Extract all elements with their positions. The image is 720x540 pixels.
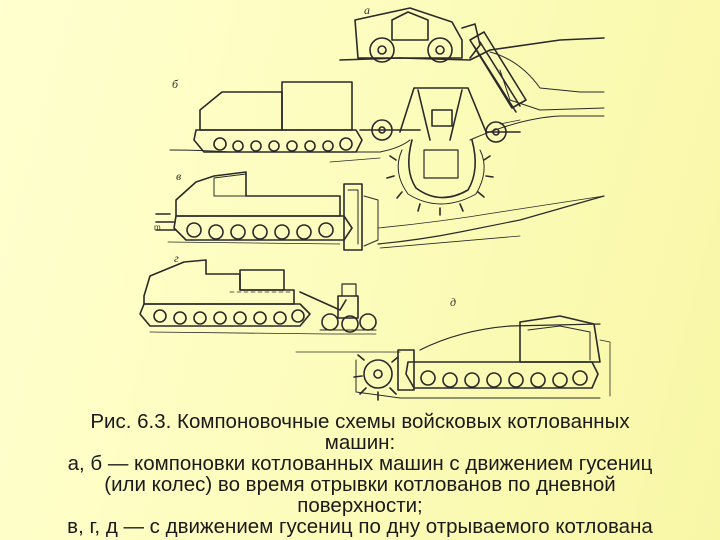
panel-label-a: а: [364, 3, 370, 17]
caption-line: (или колес) во время отрывки котлованов …: [104, 473, 616, 496]
caption-line: Рис. 6.3. Компоновочные схемы войсковых …: [90, 410, 630, 433]
caption-line: машин:: [324, 431, 396, 454]
panel-label-d: д: [450, 295, 456, 309]
panel-label-b: б: [172, 77, 179, 91]
caption-line: поверхности;: [297, 494, 423, 517]
caption-line: а, б — компоновки котлованных машин с дв…: [67, 452, 653, 475]
panel-d-drawing: д: [295, 295, 611, 401]
panel-b-drawing: б: [169, 77, 605, 216]
svg-text:m: m: [154, 223, 161, 232]
figure-caption: Рис. 6.3. Компоновочные схемы войсковых …: [0, 411, 720, 537]
caption-line: в, г, д — с движением гусениц по дну отр…: [67, 515, 653, 538]
panel-g-drawing: г: [139, 251, 377, 335]
panel-v-drawing: в m: [154, 169, 605, 251]
panel-label-v: в: [176, 169, 181, 183]
panel-a-drawing: а: [339, 3, 605, 113]
panel-label-g: г: [174, 251, 179, 265]
figure-drawing: а б: [139, 3, 611, 401]
